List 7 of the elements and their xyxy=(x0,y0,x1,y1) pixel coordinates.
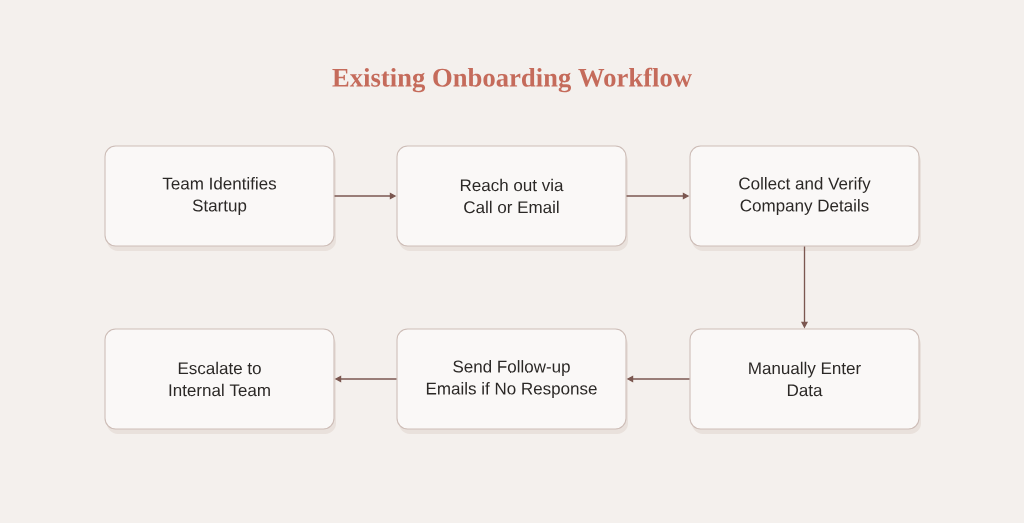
process-box: Reach out via Call or Email xyxy=(396,145,628,251)
process-box: Manually Enter Data xyxy=(689,328,921,434)
process-box: Send Follow-up Emails if No Response xyxy=(396,328,628,434)
title: Existing Onboarding Workflow xyxy=(332,67,692,93)
process-box: Team Identifies Startup xyxy=(104,145,336,251)
process-box: Collect and Verify Company Details xyxy=(689,145,921,251)
process-box: Escalate to Internal Team xyxy=(104,328,336,434)
